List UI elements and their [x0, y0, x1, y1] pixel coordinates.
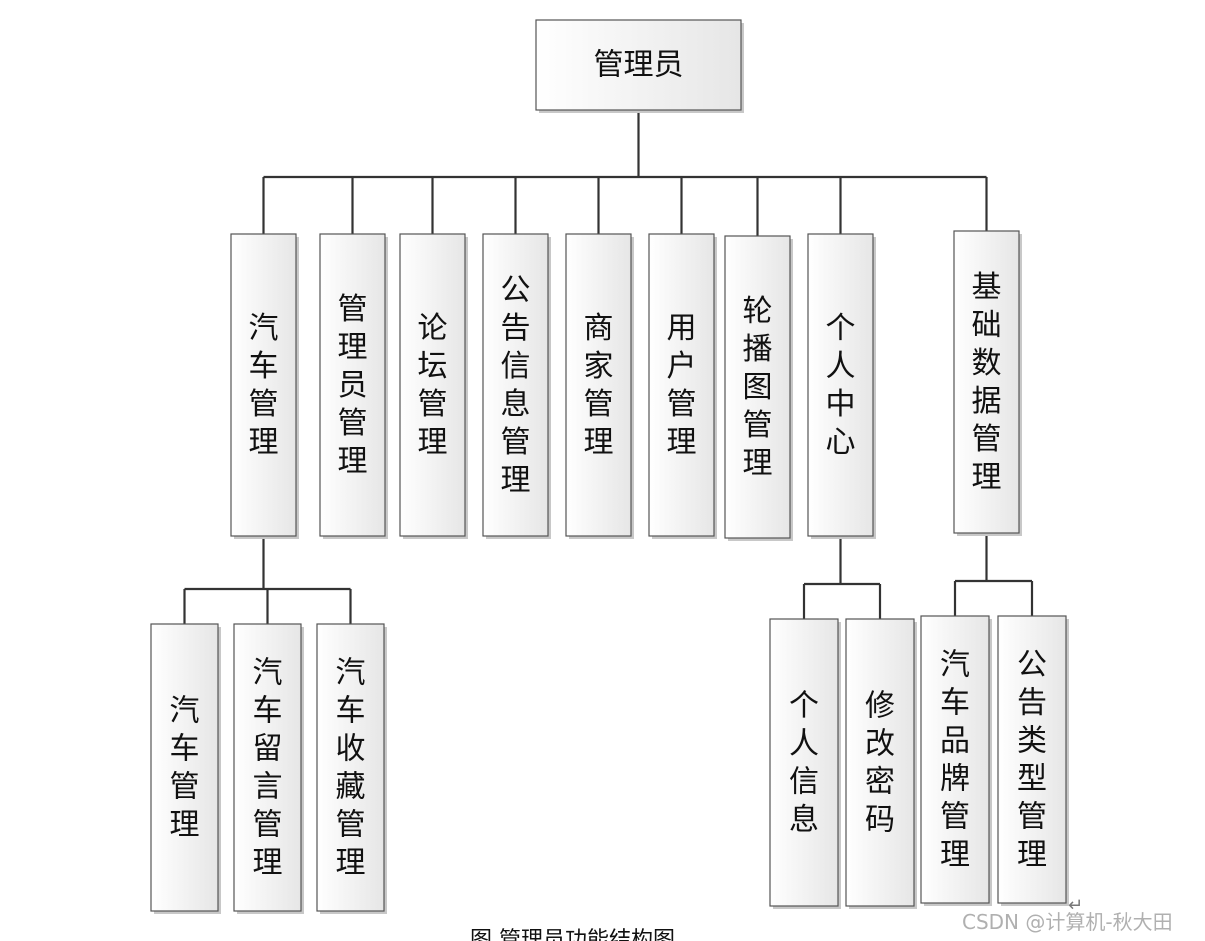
node-car-mgmt-sub: 汽车管理 — [150, 623, 221, 914]
node-label: 汽车品牌管理 — [940, 647, 970, 872]
node-admin: 管理员 — [535, 19, 744, 113]
connector-lines — [183, 110, 1034, 624]
node-box — [482, 233, 549, 537]
node-label: 汽车留言管理 — [253, 655, 283, 880]
node-box — [319, 233, 386, 537]
node-label: 管理员 — [594, 48, 684, 83]
node-personal-center: 个人中心 — [807, 233, 876, 539]
node-personal-info: 个人信息 — [769, 618, 841, 909]
node-notice-type-mgmt: 公告类型管理 — [997, 615, 1069, 906]
node-box — [769, 618, 839, 907]
node-forum-mgmt: 论坛管理 — [399, 233, 468, 539]
node-box — [565, 233, 632, 537]
node-label: 公告类型管理 — [1017, 647, 1047, 872]
node-base-data-mgmt: 基础数据管理 — [953, 230, 1022, 536]
node-car-message-mgmt: 汽车留言管理 — [233, 623, 304, 914]
node-label: 轮播图管理 — [743, 294, 773, 481]
node-merchant-mgmt: 商家管理 — [565, 233, 634, 539]
node-label: 论坛管理 — [418, 311, 448, 460]
node-label: 汽车管理 — [170, 693, 200, 842]
node-car-favorite-mgmt: 汽车收藏管理 — [316, 623, 387, 914]
node-box — [316, 623, 385, 912]
node-label: 管理员管理 — [338, 292, 368, 479]
node-box — [920, 615, 990, 904]
node-box — [230, 233, 297, 537]
node-user-mgmt: 用户管理 — [648, 233, 717, 539]
node-box — [399, 233, 466, 537]
node-label: 个人中心 — [826, 311, 856, 460]
node-car-brand-mgmt: 汽车品牌管理 — [920, 615, 992, 906]
node-label: 用户管理 — [667, 311, 697, 460]
node-label: 基础数据管理 — [972, 270, 1002, 495]
paragraph-return-mark: ↵ — [1068, 895, 1084, 916]
node-admin-mgmt: 管理员管理 — [319, 233, 388, 539]
node-box — [724, 235, 791, 539]
node-car-mgmt: 汽车管理 — [230, 233, 299, 539]
node-box — [150, 623, 219, 912]
node-label: 商家管理 — [584, 311, 614, 460]
node-label: 修改密码 — [865, 688, 895, 837]
node-label: 汽车管理 — [249, 311, 279, 460]
node-box — [648, 233, 715, 537]
node-notice-mgmt: 公告信息管理 — [482, 233, 551, 539]
node-label: 公告信息管理 — [501, 273, 531, 498]
node-box — [997, 615, 1067, 904]
node-box — [953, 230, 1020, 534]
node-box — [807, 233, 874, 537]
node-box — [233, 623, 302, 912]
figure-caption: 图 管理员功能结构图 — [470, 928, 675, 941]
node-carousel-mgmt: 轮播图管理 — [724, 235, 793, 541]
node-box — [845, 618, 915, 907]
node-change-password: 修改密码 — [845, 618, 917, 909]
node-label: 个人信息 — [789, 688, 819, 837]
node-label: 汽车收藏管理 — [336, 655, 366, 880]
csdn-watermark: CSDN @计算机-秋大田 — [962, 910, 1173, 934]
node-box — [535, 19, 742, 111]
